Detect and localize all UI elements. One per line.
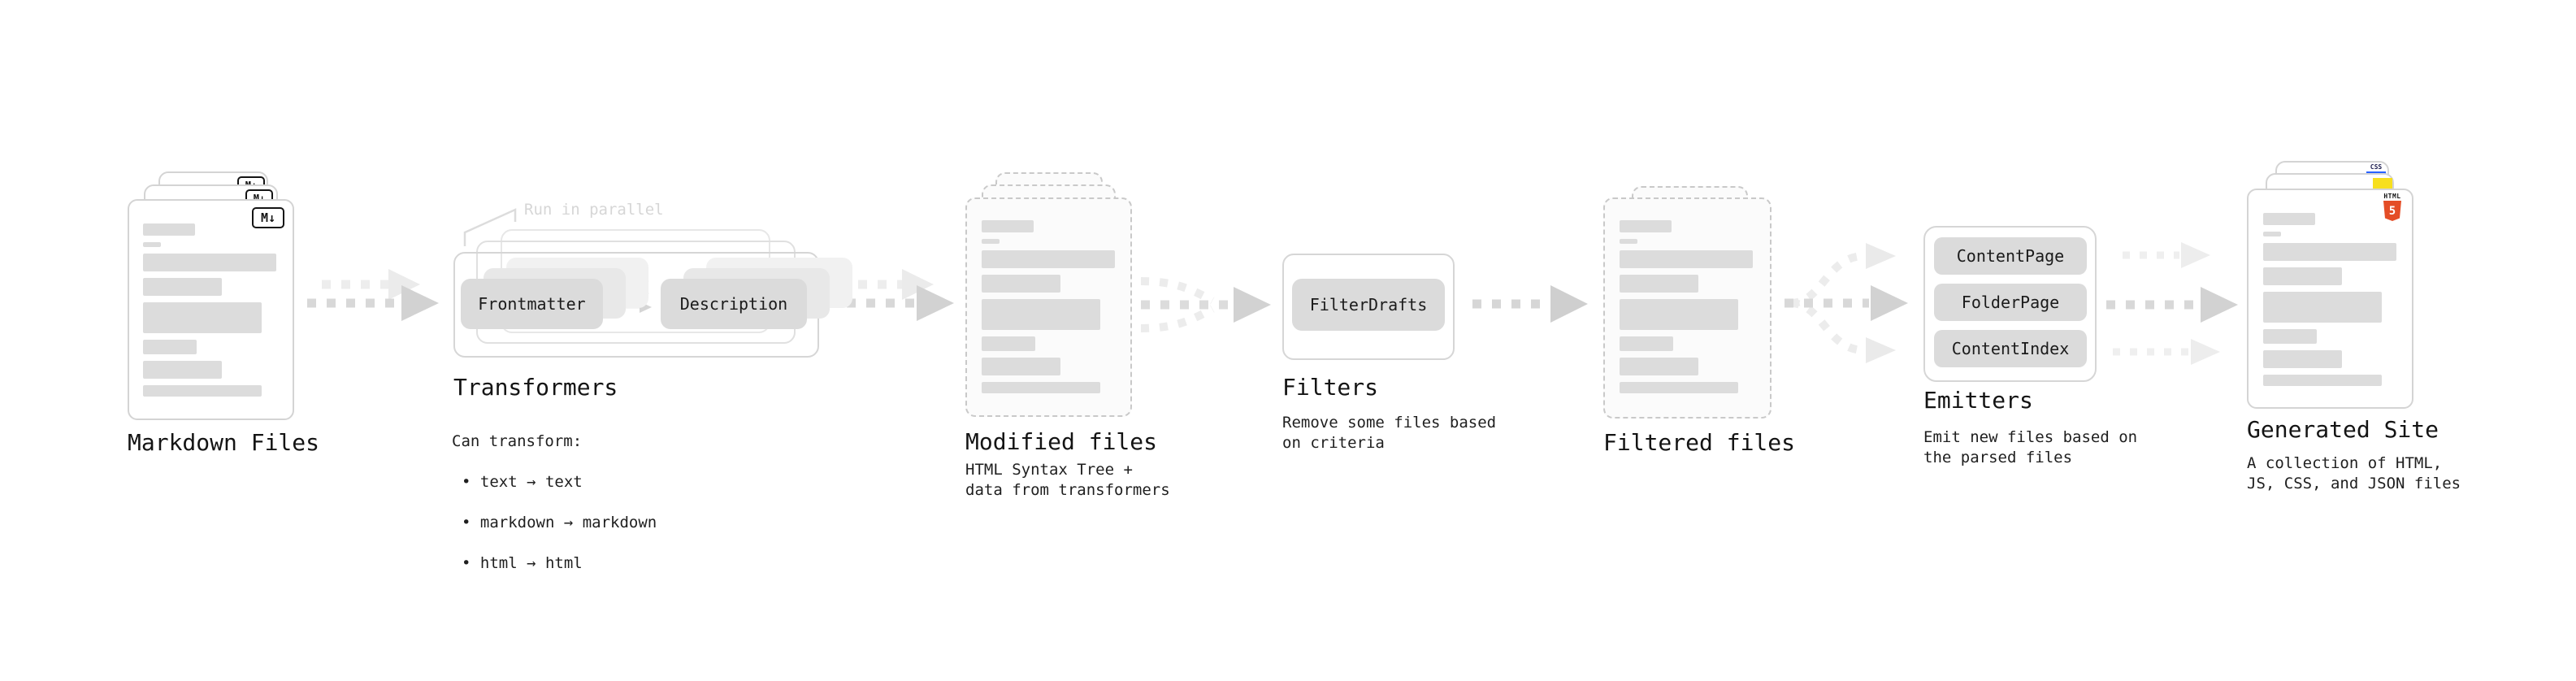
flow-arrow-emitters-to-site (2106, 242, 2238, 365)
text-line-placeholder (143, 223, 195, 236)
text-line-placeholder (2263, 232, 2281, 236)
html5-icon-word: HTML (2383, 193, 2401, 200)
text-line-placeholder (1620, 220, 1672, 232)
flow-arrow-filtered-to-emitters (1785, 243, 1908, 363)
flow-arrow-modified-to-filters (1140, 277, 1271, 332)
capability-item: html → html (462, 553, 657, 574)
text-line-placeholder (143, 361, 222, 379)
text-line-placeholder (1620, 336, 1673, 351)
text-line-placeholder (982, 239, 1000, 244)
css-icon: CSS (2366, 163, 2386, 174)
emitters-box (1923, 226, 2097, 382)
filters-box (1282, 254, 1455, 360)
text-line-placeholder (1620, 382, 1738, 393)
flow-arrow-filters-to-filtered (1472, 285, 1588, 323)
file-content-placeholder (2263, 213, 2396, 386)
text-line-placeholder (982, 275, 1060, 293)
text-line-placeholder (2263, 350, 2342, 368)
capability-item: markdown → markdown (462, 513, 657, 533)
text-line-placeholder (1620, 358, 1698, 375)
html5-icon-shield: 5 (2383, 201, 2401, 221)
file-content-placeholder (1620, 220, 1753, 393)
stage-label-filtered-files: Filtered files (1603, 429, 1796, 456)
emitter-pill-contentpage: ContentPage (1934, 237, 2087, 275)
text-line-placeholder (982, 250, 1115, 268)
capability-item: text → text (462, 472, 657, 492)
flow-arrow-markdown-to-transformers (307, 269, 439, 321)
text-line-placeholder (982, 220, 1034, 232)
text-line-placeholder (2263, 375, 2382, 386)
transformer-pill-frontmatter: Frontmatter (461, 279, 603, 329)
run-in-parallel-annotation: Run in parallel (524, 201, 664, 219)
text-line-placeholder (143, 340, 197, 354)
stage-desc-generated-site: A collection of HTML, JS, CSS, and JSON … (2247, 454, 2461, 492)
stage-label-generated-site: Generated Site (2247, 416, 2439, 443)
text-line-placeholder (982, 336, 1035, 351)
stage-label-modified-files: Modified files (965, 428, 1158, 455)
stage-desc-emitters: Emit new files based on the parsed files (1923, 428, 2138, 466)
text-line-placeholder (1620, 250, 1753, 268)
text-line-placeholder (2263, 329, 2317, 344)
text-line-placeholder (2263, 267, 2342, 285)
transformers-capability-list: text → text markdown → markdown html → h… (452, 452, 657, 594)
html5-icon: HTML 5 (2381, 193, 2404, 221)
js-icon (2373, 178, 2392, 189)
text-line-placeholder (2263, 292, 2382, 323)
text-line-placeholder (143, 242, 161, 247)
text-line-placeholder (2263, 243, 2396, 261)
text-line-placeholder (982, 382, 1100, 393)
text-line-placeholder (143, 302, 262, 333)
stage-desc-filters: Remove some files based on criteria (1282, 414, 1497, 452)
stage-label-filters: Filters (1282, 374, 1379, 401)
emitter-pill-folderpage: FolderPage (1934, 284, 2087, 321)
text-line-placeholder (143, 385, 262, 397)
text-line-placeholder (143, 254, 276, 271)
text-line-placeholder (982, 299, 1100, 330)
text-line-placeholder (1620, 299, 1738, 330)
text-line-placeholder (143, 278, 222, 296)
markdown-icon: M↓ (252, 207, 284, 228)
file-content-placeholder (982, 220, 1115, 393)
stage-desc-modified-files: HTML Syntax Tree + data from transformer… (965, 461, 1170, 499)
text-line-placeholder (1620, 275, 1698, 293)
filter-pill-filterdrafts: FilterDrafts (1292, 279, 1445, 331)
stage-label-emitters: Emitters (1923, 387, 2033, 414)
stage-desc-transformers: Can transform: text → text markdown → ma… (452, 411, 657, 614)
text-line-placeholder (982, 358, 1060, 375)
emitter-pill-contentindex: ContentIndex (1934, 330, 2087, 367)
text-line-placeholder (1620, 239, 1637, 244)
stage-label-markdown-files: Markdown Files (128, 429, 320, 456)
file-content-placeholder (143, 223, 276, 397)
text-line-placeholder (2263, 213, 2315, 225)
transformers-desc-intro: Can transform: (452, 432, 583, 450)
stage-label-transformers: Transformers (453, 374, 618, 401)
transformer-pill-description: Description (661, 279, 807, 329)
